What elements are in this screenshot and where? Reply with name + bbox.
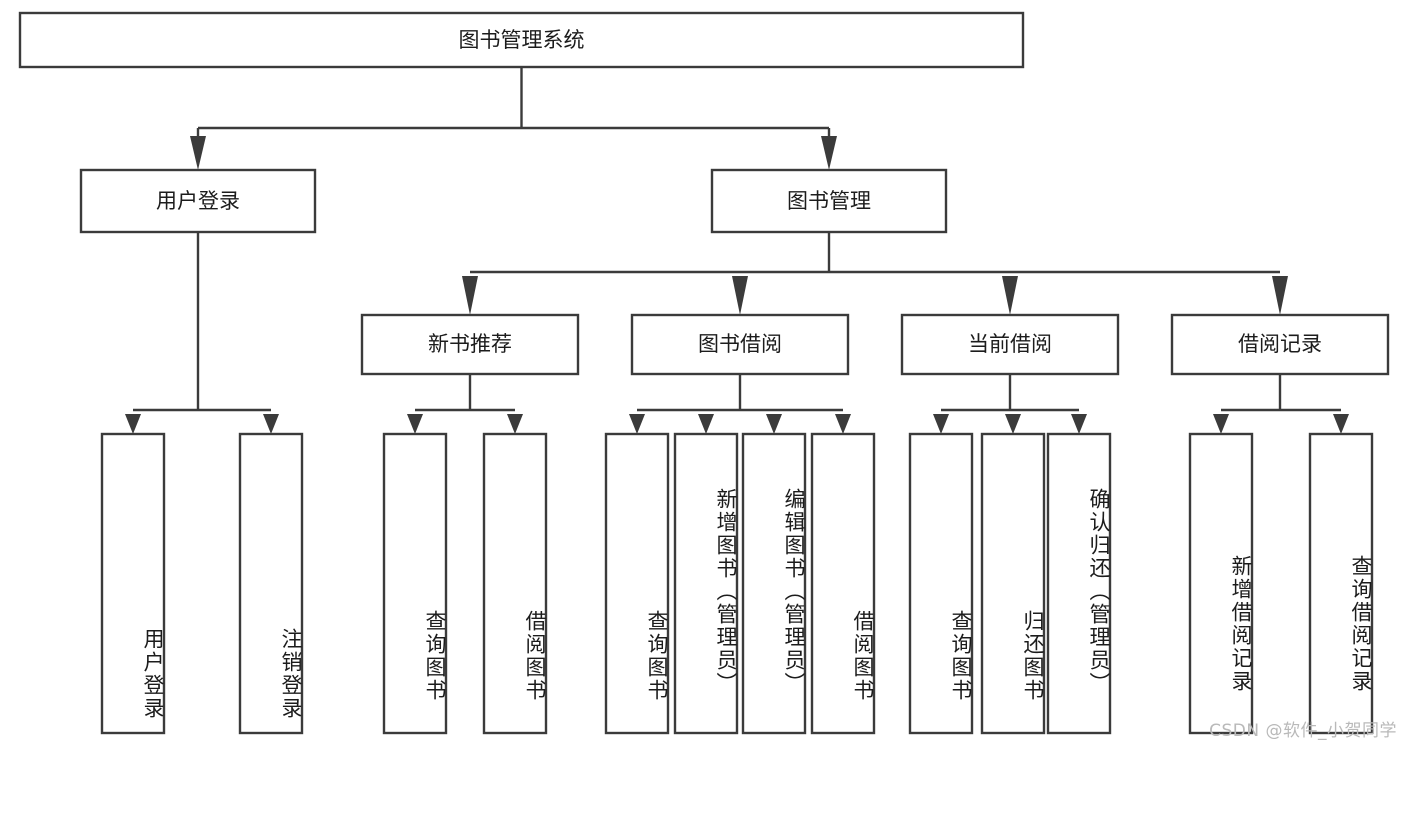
leaf-box-return-book[interactable]	[980, 432, 1046, 735]
node-user-login[interactable]: 用户登录	[79, 168, 317, 234]
arrow-head-leaf-bb-add	[698, 414, 714, 434]
leaf-box-query-book-newrec[interactable]	[382, 432, 448, 735]
leaf-box-confirm-return-admin[interactable]	[1046, 432, 1112, 735]
connector-group-currentborrow-to-leaves	[933, 374, 1087, 434]
node-user-login-label: 用户登录	[156, 189, 240, 213]
arrow-head-leaf-cb-return	[1005, 414, 1021, 434]
connector-group-root-to-level2	[190, 67, 837, 170]
arrow-head-new-book-rec	[462, 276, 478, 315]
node-borrow-record[interactable]: 借阅记录	[1170, 313, 1390, 376]
leaf-box-borrow-book-newrec[interactable]	[482, 432, 548, 735]
connector-group-borrowrecord-to-leaves	[1213, 374, 1349, 434]
arrow-head-leaf-bb-borrow	[835, 414, 851, 434]
leaf-box-add-book-admin[interactable]	[673, 432, 739, 735]
arrow-head-leaf-newbook-borrow	[507, 414, 523, 434]
arrow-head-book-manage	[821, 136, 837, 170]
leaf-box-logout[interactable]	[238, 432, 304, 735]
node-new-book-recommend-label: 新书推荐	[428, 332, 512, 356]
connector-group-bookborrow-to-leaves	[629, 374, 851, 434]
leaf-box-query-borrow-record[interactable]	[1308, 432, 1374, 735]
csdn-watermark: CSDN @软件_小贺同学	[1209, 721, 1397, 741]
connector-group-userlogin-to-leaves	[125, 232, 279, 434]
arrow-head-leaf-newbook-query	[407, 414, 423, 434]
node-borrow-record-box[interactable]	[1170, 313, 1390, 376]
leaf-box-query-book-borrow[interactable]	[604, 432, 670, 735]
node-book-management-label: 图书管理	[787, 189, 871, 213]
arrow-head-leaf-bb-query	[629, 414, 645, 434]
leaf-box-user-login[interactable]	[100, 432, 166, 735]
leaf-box-group	[100, 432, 1374, 735]
node-borrow-record-label: 借阅记录	[1238, 332, 1322, 356]
node-root-label: 图书管理系统	[459, 28, 585, 52]
node-book-management-box[interactable]	[710, 168, 948, 234]
arrow-head-leaf-logout	[263, 414, 279, 434]
node-current-borrow-label: 当前借阅	[968, 332, 1052, 356]
connector-group-bookmanage-to-level3	[462, 232, 1288, 315]
connector-group-newbook-to-leaves	[407, 374, 523, 434]
node-current-borrow[interactable]: 当前借阅	[900, 313, 1120, 376]
flowchart-svg: 图书管理系统 用户登录 图书管理 新书推荐 图书借阅 当前借阅 借阅记录	[18, 11, 1390, 735]
arrow-head-leaf-bb-edit	[766, 414, 782, 434]
leaf-box-edit-book-admin[interactable]	[741, 432, 807, 735]
diagram-canvas-root: 图书管理系统 用户登录 图书管理 新书推荐 图书借阅 当前借阅 借阅记录	[18, 11, 1397, 741]
leaf-box-query-book-current[interactable]	[908, 432, 974, 735]
arrow-head-leaf-br-add	[1213, 414, 1229, 434]
leaf-box-add-borrow-record[interactable]	[1188, 432, 1254, 735]
node-book-borrow-label: 图书借阅	[698, 332, 782, 356]
node-book-borrow[interactable]: 图书借阅	[630, 313, 850, 376]
arrow-head-leaf-cb-confirm	[1071, 414, 1087, 434]
arrow-head-user-login	[190, 136, 206, 170]
arrow-head-borrow-record	[1272, 276, 1288, 315]
arrow-head-leaf-user-login	[125, 414, 141, 434]
node-user-login-box[interactable]	[79, 168, 317, 234]
node-new-book-recommend-box[interactable]	[360, 313, 580, 376]
node-book-borrow-box[interactable]	[630, 313, 850, 376]
arrow-head-leaf-cb-query	[933, 414, 949, 434]
arrow-head-book-borrow	[732, 276, 748, 315]
arrow-head-current-borrow	[1002, 276, 1018, 315]
leaf-box-borrow-book[interactable]	[810, 432, 876, 735]
node-root-box[interactable]	[18, 11, 1025, 69]
node-current-borrow-box[interactable]	[900, 313, 1120, 376]
node-book-management[interactable]: 图书管理	[710, 168, 948, 234]
node-root-book-management-system[interactable]: 图书管理系统	[18, 11, 1025, 69]
arrow-head-leaf-br-query	[1333, 414, 1349, 434]
node-new-book-recommend[interactable]: 新书推荐	[360, 313, 580, 376]
